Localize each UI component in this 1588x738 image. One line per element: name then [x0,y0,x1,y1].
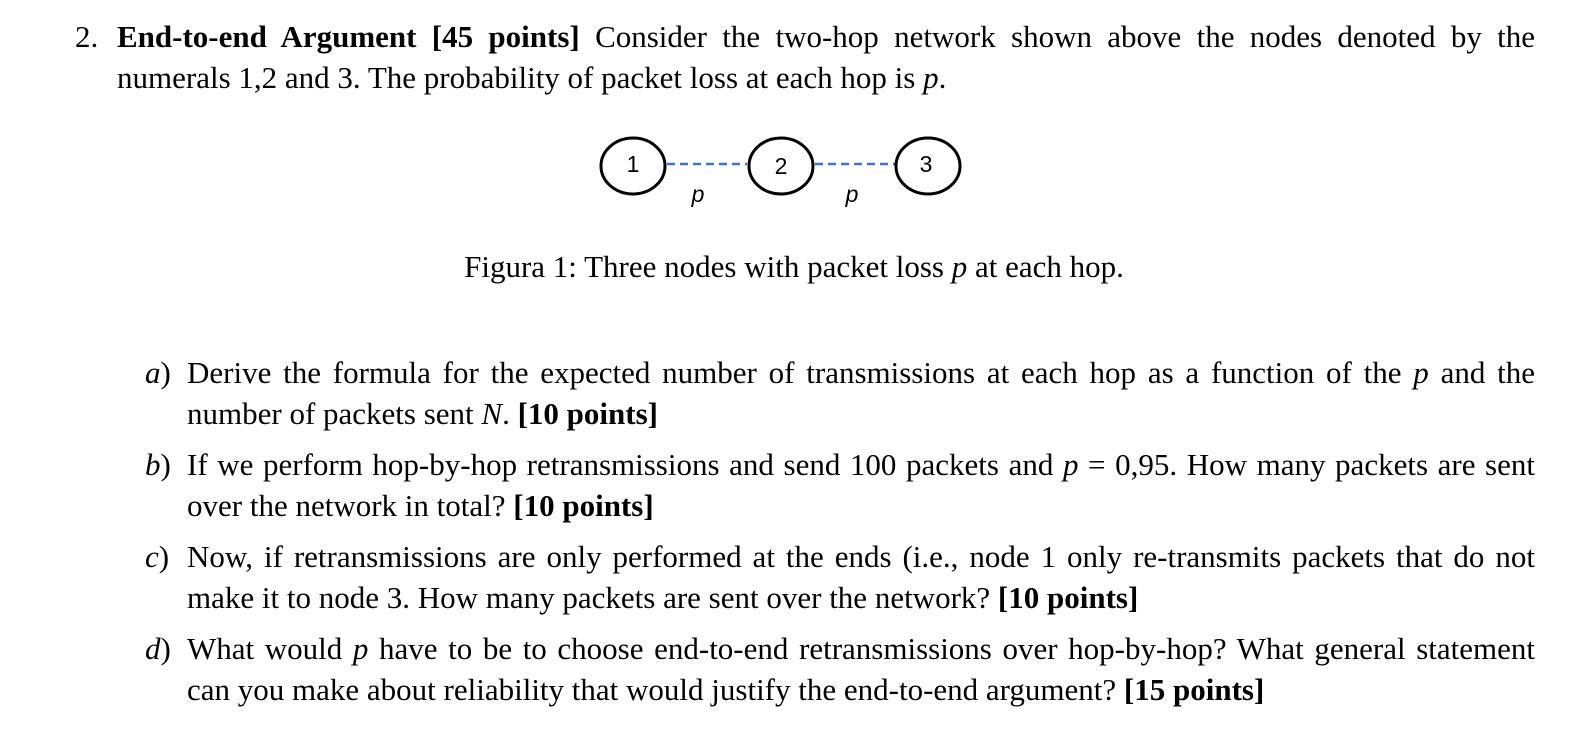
intro-variable: p [923,60,939,95]
question-part-b: b)If we perform hop-by-hop retransmissio… [145,444,1535,526]
question-part-d: d)What would p have to be to choose end-… [145,628,1535,710]
question-part-a: a)Derive the formula for the expected nu… [145,352,1535,434]
node-1-circle [599,136,667,196]
part-b-points: [10 points] [513,488,654,523]
node-1-label: 1 [627,151,640,177]
node-3-label: 3 [920,151,933,177]
problem-intro: 2. End-to-end Argument [45 points] Consid… [75,16,1535,98]
hop-2-loss-label: p [845,181,859,207]
question-part-c: c)Now, if retransmissions are only perfo… [145,536,1535,618]
network-diagram: 1 2 3 p p [599,136,962,207]
node-2-label: 2 [775,153,788,179]
network-figure: 1 2 3 p p [0,124,1588,224]
question-parts: a)Derive the formula for the expected nu… [145,352,1535,720]
part-a-points: [10 points] [517,396,658,431]
part-d-points: [15 points] [1123,672,1265,707]
problem-title: End-to-end Argument [45 points] [117,19,580,54]
problem-number: 2. [75,19,99,54]
part-b-label: b) [145,447,171,482]
intro-text: Consider the two-hop network shown above… [117,19,1536,95]
part-c-points: [10 points] [997,580,1139,615]
hop-1-loss-label: p [691,181,705,207]
part-d-label: d) [145,631,171,666]
part-c-label: c) [145,539,170,574]
caption-variable: p [951,249,968,284]
node-3-circle [894,136,962,196]
problem-statement: 2. End-to-end Argument [45 points] Consid… [75,16,1535,98]
part-a-label: a) [145,355,171,390]
figure-caption: Figura 1: Three nodes with packet loss p… [464,249,1124,284]
node-2-circle [747,136,815,196]
